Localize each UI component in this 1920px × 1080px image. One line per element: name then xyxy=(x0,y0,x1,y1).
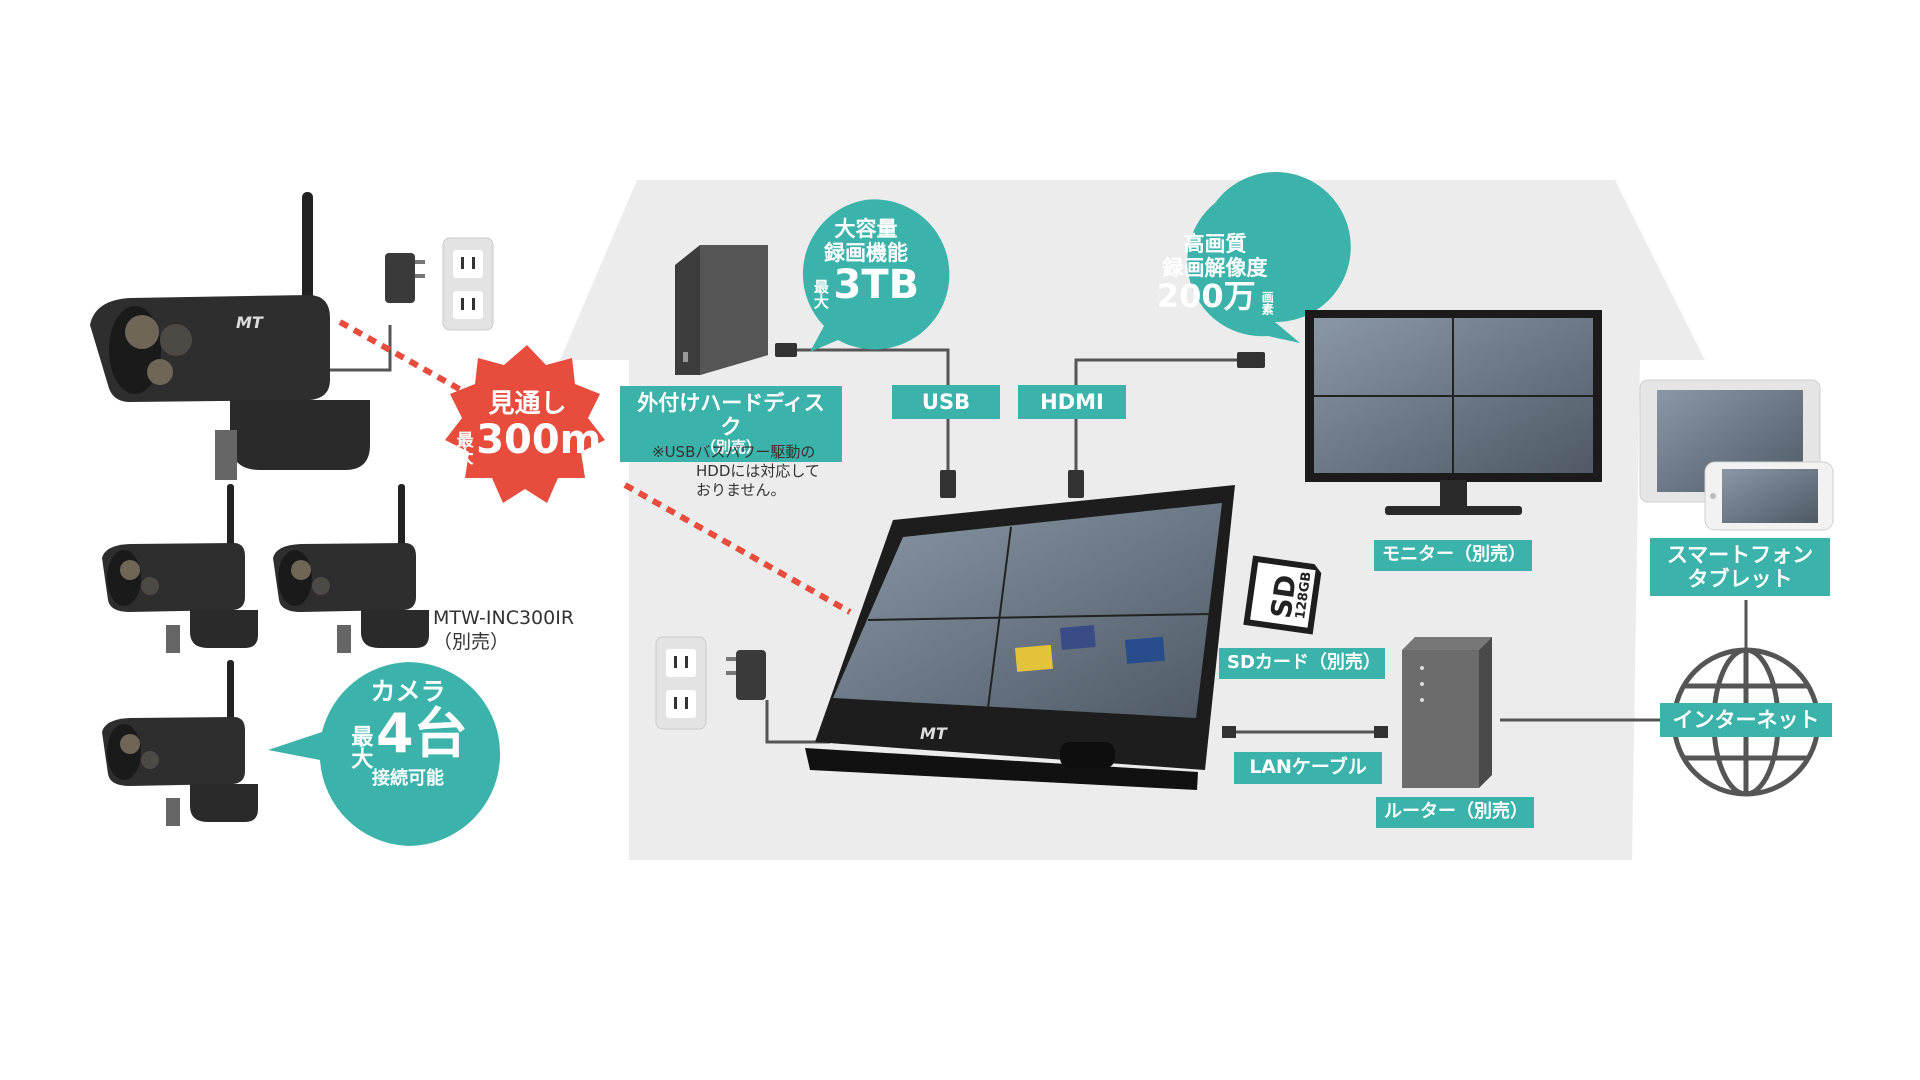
cameras-bubble-text: カメラ 最大 4台 接続可能 xyxy=(326,677,490,790)
ac-adapter-icon xyxy=(726,650,766,700)
tablet-power-cable xyxy=(765,700,830,744)
usb-cable xyxy=(787,348,950,470)
camera-model: MTW-INC300IR （別売） xyxy=(433,607,574,655)
label-smartphone: スマートフォン xyxy=(1666,543,1814,567)
smartphone-icon xyxy=(1704,461,1834,531)
usb-hdd-plug xyxy=(775,343,797,357)
tablet-recorder-icon xyxy=(805,485,1235,790)
usb-plug xyxy=(940,470,956,498)
label-monitor: モニター（別売） xyxy=(1374,540,1532,571)
storage-bubble xyxy=(802,199,950,352)
label-hdd-text: 外付けハードディスク xyxy=(637,391,825,440)
range-starburst xyxy=(445,345,605,503)
wall-outlet-icon xyxy=(655,636,707,730)
security-camera-icon xyxy=(273,484,429,653)
cables xyxy=(330,325,1748,744)
resolution-value: 200万 xyxy=(1156,277,1256,316)
camera-model-sub: （別売） xyxy=(433,630,510,653)
hdd-note-line2: HDDには対応して xyxy=(696,461,820,480)
resolution-suffix: 画素 xyxy=(1260,290,1275,315)
ac-adapter-icon xyxy=(385,253,425,303)
range-value: 300m xyxy=(476,416,602,463)
label-router: ルーター（別売） xyxy=(1376,797,1534,828)
security-camera-icon xyxy=(90,192,370,480)
hdd-note: ※USBバスパワー駆動の HDDには対応して おりません。 xyxy=(652,443,820,499)
hdd-note-line1: ※USBバスパワー駆動の xyxy=(652,443,816,461)
label-lan: LANケーブル xyxy=(1234,752,1382,784)
cameras-bubble xyxy=(268,661,501,846)
storage-line2: 録画機能 xyxy=(824,241,908,266)
label-sd: SDカード（別売） xyxy=(1219,648,1385,679)
label-tablet: タブレット xyxy=(1687,567,1793,592)
storage-prefix: 最大 xyxy=(811,278,830,309)
range-prefix: 最大 xyxy=(452,431,473,466)
security-camera-icon xyxy=(102,484,258,653)
camera-power-cable xyxy=(330,325,392,372)
lan-plug-left xyxy=(1222,726,1236,738)
cameras-value: 4台 xyxy=(376,701,468,765)
tablet-brand-logo: MT xyxy=(920,724,947,743)
hdmi-monitor-plug xyxy=(1237,352,1265,368)
label-usb: USB xyxy=(892,385,1000,420)
wall-outlet-icon xyxy=(442,237,494,331)
sd-card-icon xyxy=(1243,555,1322,635)
label-smartphone-tablet: スマートフォン タブレット xyxy=(1650,538,1830,597)
storage-bubble-text: 大容量 録画機能 最大 3TB xyxy=(792,217,940,309)
range-line1: 見通し xyxy=(488,389,567,419)
external-hdd-icon xyxy=(675,245,768,375)
cameras-line3: 接続可能 xyxy=(372,768,444,790)
lan-plug-right xyxy=(1374,726,1388,738)
hdd-note-line3: おりません。 xyxy=(696,480,786,499)
hdmi-cable xyxy=(1074,358,1237,470)
cameras-prefix: 最大 xyxy=(347,725,373,770)
hdmi-plug xyxy=(1068,470,1084,498)
label-hdd-sub: （別売） xyxy=(700,438,761,457)
storage-value: 3TB xyxy=(833,262,920,309)
router-icon xyxy=(1402,637,1492,788)
brand-logo: MT xyxy=(236,313,263,332)
cameras-line1: カメラ xyxy=(370,677,446,706)
camera-model-name: MTW-INC300IR xyxy=(433,607,575,629)
resolution-line2: 録画解像度 xyxy=(1162,256,1268,281)
label-hdd: 外付けハードディスク （別売） xyxy=(620,386,842,462)
range-bubble-text: 見通し 最大 300m xyxy=(450,389,605,466)
wireless-link xyxy=(338,319,852,615)
house-roof-right xyxy=(1615,180,1705,360)
resolution-bubble xyxy=(1187,172,1351,343)
resolution-bubble-text: 高画質 録画解像度 200万 画素 xyxy=(1140,232,1290,315)
label-hdmi: HDMI xyxy=(1018,385,1126,420)
resolution-line1: 高画質 xyxy=(1183,232,1247,256)
security-camera-icon xyxy=(102,660,258,826)
label-internet: インターネット xyxy=(1660,703,1832,738)
monitor-icon xyxy=(1305,310,1602,515)
house-roof-left xyxy=(560,180,637,360)
storage-line1: 大容量 xyxy=(834,217,898,241)
